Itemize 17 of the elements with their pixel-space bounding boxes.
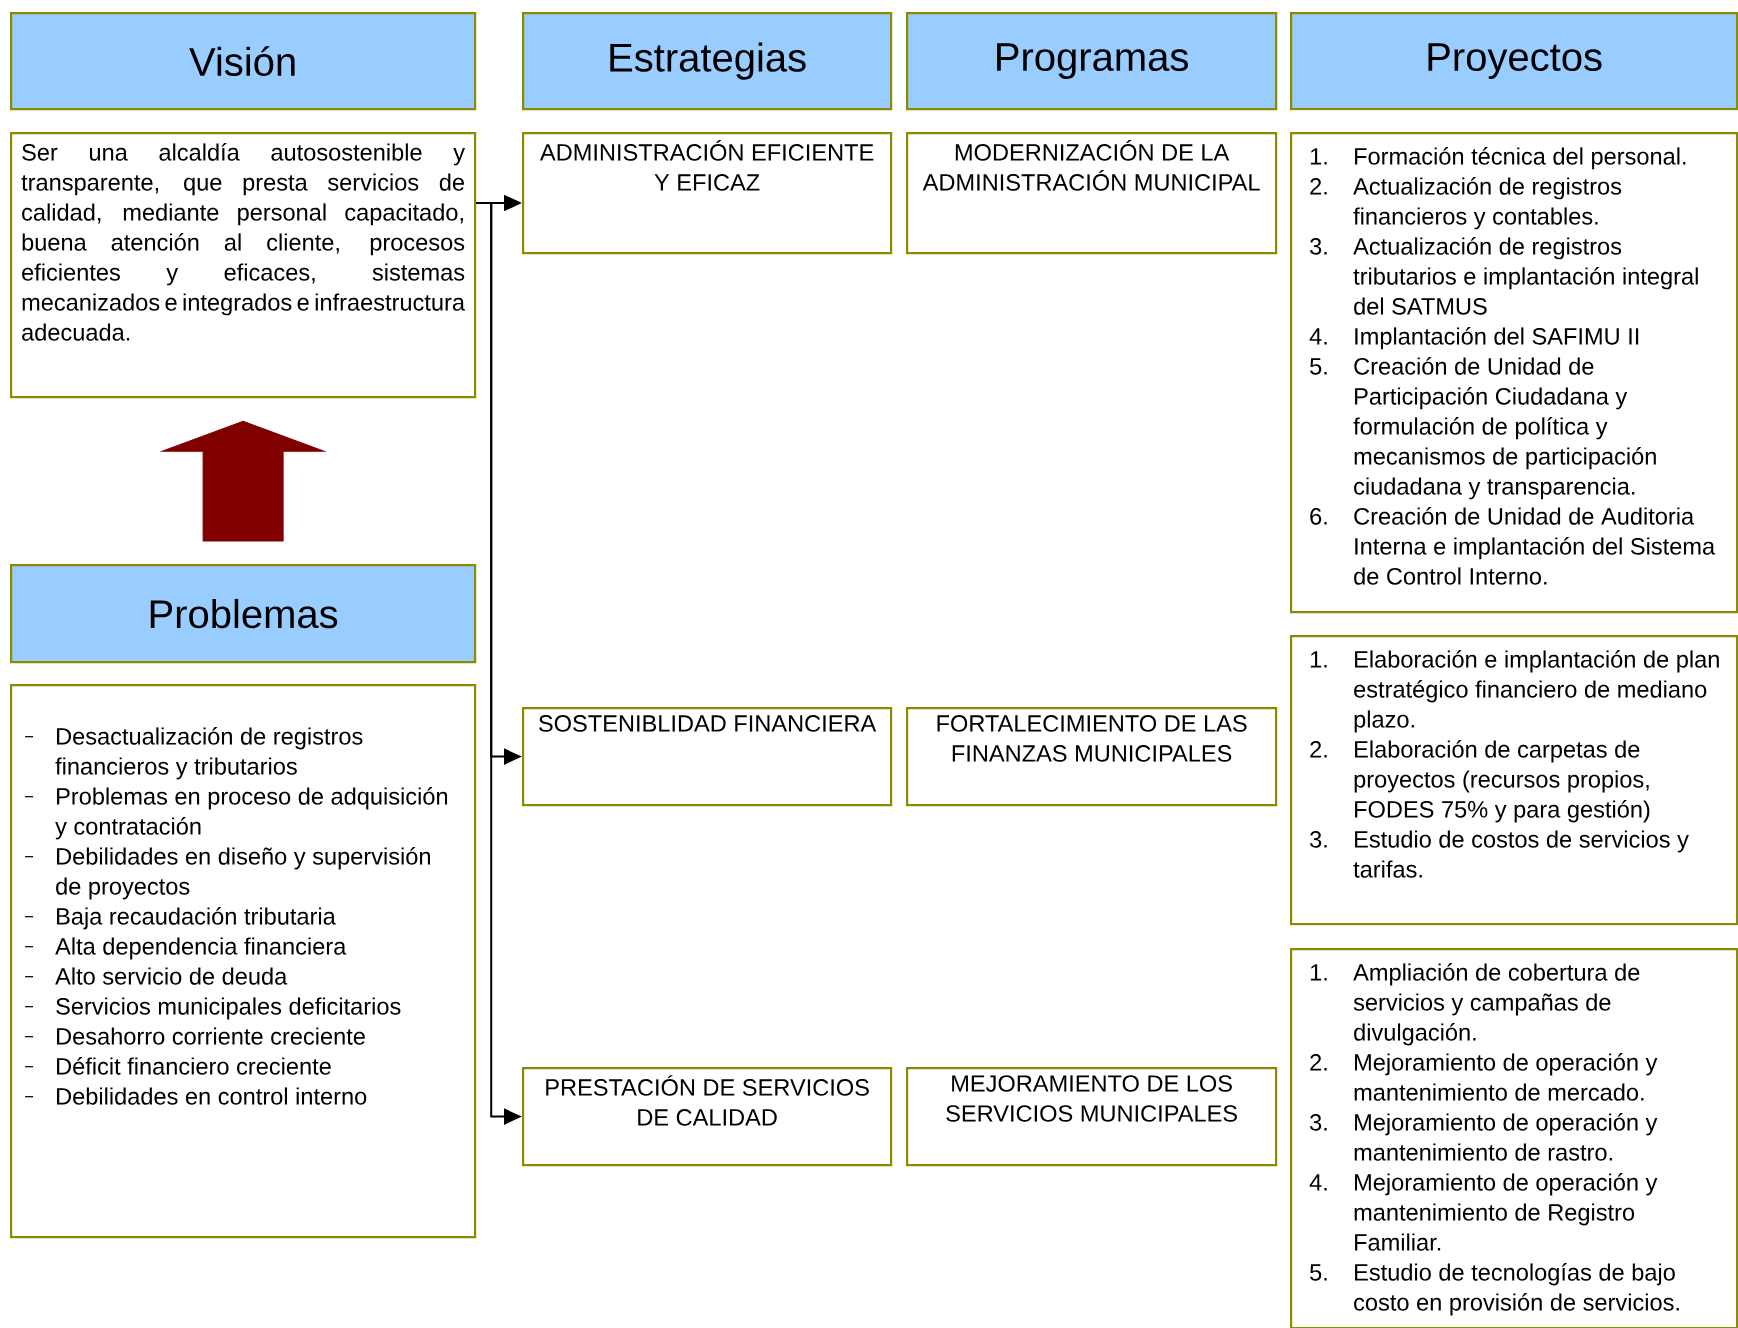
block-arrow: [161, 420, 325, 542]
project-list-box: 1. Elaboración e implantación de plan estratégico financiero de mediano plazo. 2. Elaboración de carpetas de proyectos (recursos propios, FODES 75% y para gestión) 3. Estudio de costos de servicios y tarifas.: [1290, 635, 1738, 926]
header-box: Estrategias: [522, 12, 893, 111]
header-box: Programas: [906, 12, 1278, 111]
project-list-box: 1. Formación técnica del personal. 2. Actualización de registros financieros y contables. 3. Actualización de registros tributarios e implantación integral del SATMUS 4. Implantación del SAFIMU II 5. Creación de Unidad de Participación Ciudadana y formulación de política y mecanismos de participación ciudadana y transparencia. 6. Creación de Unidad de Auditoria Interna e implantación del Sistema de Control Interno.: [1290, 132, 1738, 614]
strategy-box: SOSTENIBLIDAD FINANCIERA: [522, 707, 893, 807]
project-list-box: 1. Ampliación de cobertura de servicios y campañas de divulgación. 2. Mejoramiento de operación y mantenimiento de mercado. 3. Mejoramiento de operación y mantenimiento de rastro. 4. Mejoramiento de operación y mantenimiento de Registro Familiar. 5. Estudio de tecnologías de bajo costo en provisión de servicios.: [1290, 948, 1738, 1328]
strategy-box: MODERNIZACIÓN DE LA ADMINISTRACIÓN MUNICIPAL: [906, 132, 1278, 255]
vision-text-box: Ser una alcaldía autosostenible y transparente, que presta servicios de calidad, mediante personal capacitado, buena atención al cliente, procesos eficientes y eficaces, sistemas mecanizados e integrados e infraestructura adecuada.: [10, 132, 477, 399]
header-box: Proyectos: [1290, 12, 1738, 111]
header-box: Problemas: [10, 564, 477, 664]
problem-list-box: Desactualización de registros financieros y tributarios Problemas en proceso de adquisición y contratación Debilidades en diseño y supervisión de proyectos Baja recaudación tributaria Alta dependencia financiera Alto servicio de deuda Servicios municipales deficitarios Desahorro corriente creciente Déficit financiero creciente Debilidades en control interno: [10, 684, 477, 1239]
strategy-box: ADMINISTRACIÓN EFICIENTE Y EFICAZ: [522, 132, 893, 255]
strategy-box: PRESTACIÓN DE SERVICIOS DE CALIDAD: [522, 1067, 893, 1167]
strategy-box: FORTALECIMIENTO DE LAS FINANZAS MUNICIPALES: [906, 707, 1278, 807]
header-box: Visión: [10, 12, 477, 111]
strategy-box: MEJORAMIENTO DE LOS SERVICIOS MUNICIPALES: [906, 1067, 1278, 1167]
